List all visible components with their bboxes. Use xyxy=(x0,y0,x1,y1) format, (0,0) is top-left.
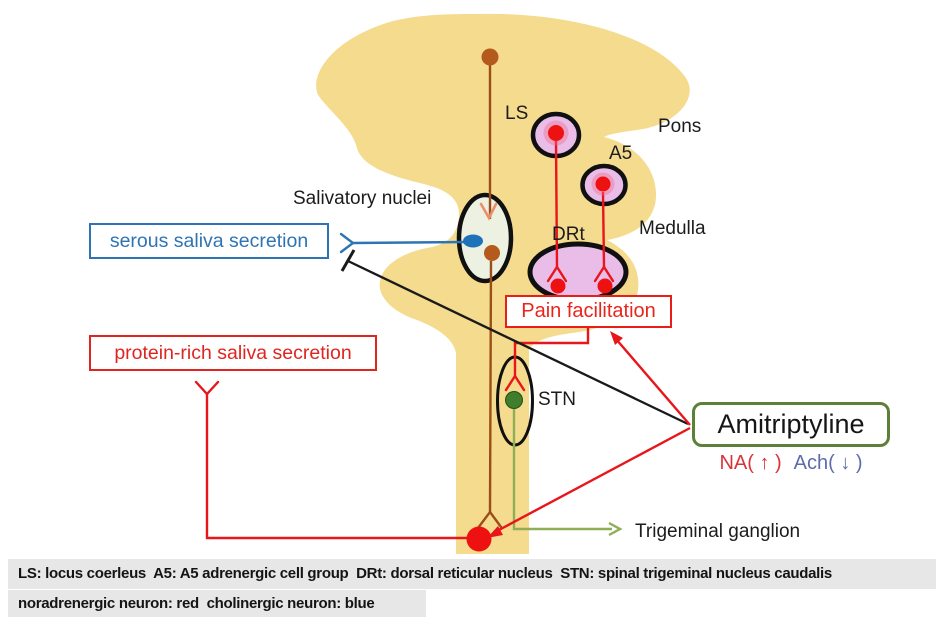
blue-soma xyxy=(463,234,483,248)
stn-green-soma xyxy=(505,391,523,409)
drt-nucleus xyxy=(527,241,629,303)
inhibition-bar xyxy=(340,249,356,272)
green-arrowhead xyxy=(608,521,623,537)
legend-line-1: LS: locus coerleus A5: A5 adrenergic cel… xyxy=(8,559,936,589)
a5-terminal-y xyxy=(593,264,615,283)
drt-soma-left xyxy=(550,278,566,294)
brown-dendrite-y xyxy=(479,202,498,221)
ach-decrease-text: Ach( ↓ ) xyxy=(793,452,863,474)
protein-terminal-y xyxy=(194,380,220,396)
serous-saliva-secretion-text: serous saliva secretion xyxy=(109,229,309,252)
a5-soma xyxy=(595,176,611,192)
amitriptyline-box: Amitriptyline xyxy=(692,402,890,447)
ls-soma xyxy=(548,125,564,141)
protein-rich-saliva-secretion-box: protein-rich saliva secretion xyxy=(89,335,377,371)
drug-effects: NA( ↑ ) Ach( ↓ ) xyxy=(692,452,890,475)
blue-terminal-y xyxy=(339,232,355,254)
pain-facilitation-box: Pain facilitation xyxy=(505,295,672,328)
brown-axon-lower xyxy=(488,260,493,513)
label-medulla: Medulla xyxy=(639,218,706,239)
blue-axon xyxy=(352,240,467,245)
label-a5: A5 xyxy=(609,143,633,164)
green-axon xyxy=(512,409,612,531)
brainstem-shape xyxy=(316,13,690,554)
na-increase-text: NA( ↑ ) xyxy=(719,452,782,474)
pain-facilitation-text: Pain facilitation xyxy=(521,300,656,322)
legend-line-2: noradrenergic neuron: red cholinergic ne… xyxy=(8,590,426,617)
label-trigeminal-ganglion: Trigeminal ganglion xyxy=(635,521,801,542)
a5-axon xyxy=(601,191,606,268)
protein-axon xyxy=(205,394,467,540)
label-ls: LS xyxy=(505,103,529,124)
label-pons: Pons xyxy=(658,116,702,137)
stn-terminal-y xyxy=(504,373,526,392)
drt-soma-right xyxy=(597,278,613,294)
label-salivatory-nuclei: Salivatory nuclei xyxy=(293,188,432,209)
brown-terminal-y xyxy=(476,509,503,530)
label-stn: STN xyxy=(538,389,576,410)
bottom-red-soma xyxy=(466,526,492,552)
brown-soma-top xyxy=(481,48,499,66)
ls-terminal-y xyxy=(546,264,568,283)
drug-to-soma-arrowhead xyxy=(487,526,503,538)
inhibition-line xyxy=(347,259,689,426)
label-drt: DRt xyxy=(552,224,585,245)
drug-to-pain-line xyxy=(615,338,691,426)
ls-axon xyxy=(554,140,559,268)
protein-rich-saliva-secretion-text: protein-rich saliva secretion xyxy=(114,341,352,364)
drug-to-pain-arrowhead xyxy=(610,331,623,345)
drug-to-soma-line xyxy=(496,426,691,533)
brown-soma-salivatory xyxy=(484,245,500,261)
serous-saliva-secretion-box: serous saliva secretion xyxy=(89,223,329,259)
pain-to-stn-line xyxy=(513,328,590,376)
salivatory-nuclei-ellipse xyxy=(456,192,514,284)
amitriptyline-text: Amitriptyline xyxy=(717,409,865,439)
